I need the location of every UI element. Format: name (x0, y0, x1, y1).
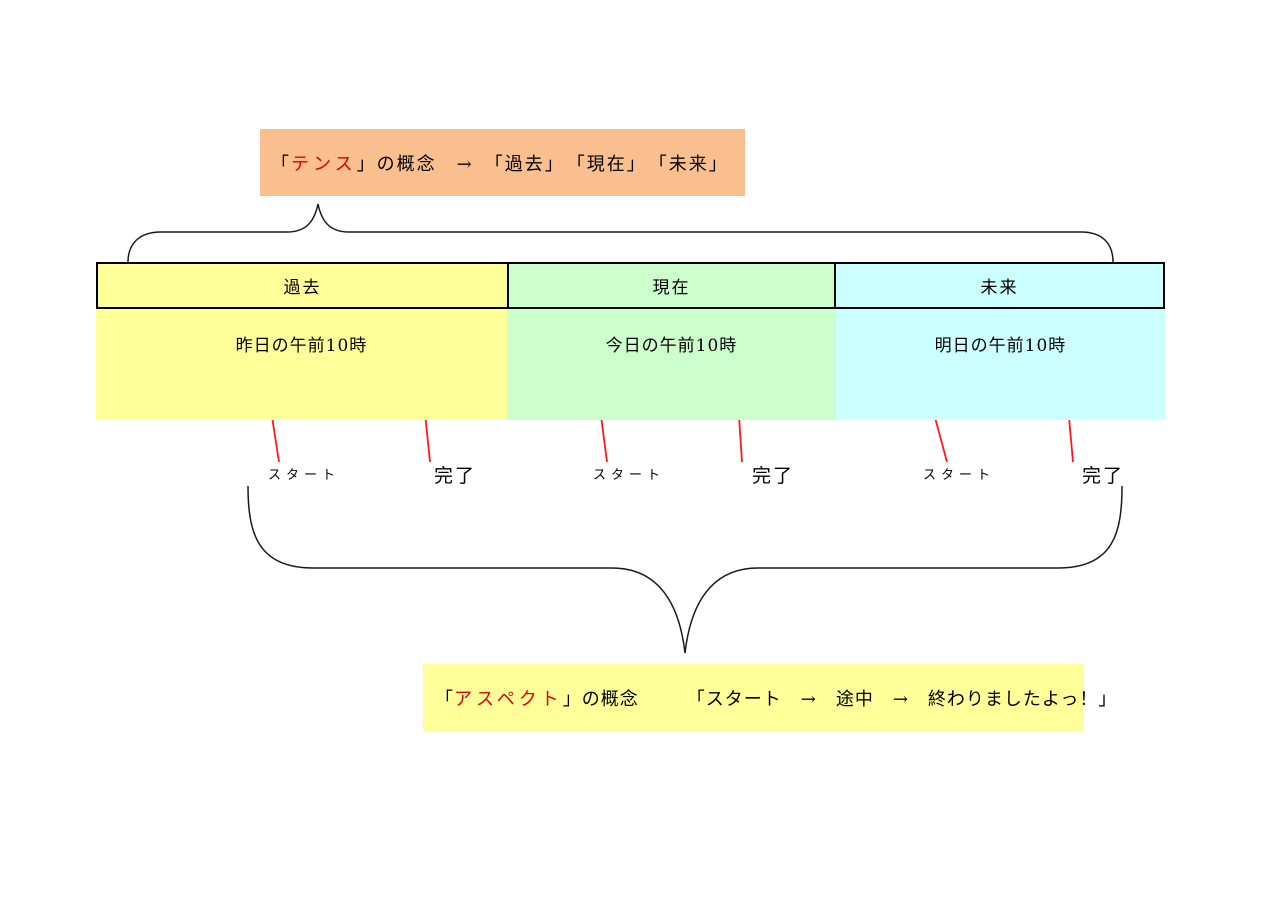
time-cell-past: 昨日の午前10時 (96, 309, 507, 420)
header-cell-future: 未来 (836, 264, 1163, 307)
aspect-concept-box: 「アスペクト」の概念 「スタート → 途中 → 終わりましたよっ！」 (423, 664, 1116, 732)
aspect-description: 」の概念 「スタート → 途中 → 終わりましたよっ！」 (562, 689, 1118, 710)
aspect-open-bracket: 「 (435, 689, 454, 710)
completion-label-present: 完了 (751, 465, 795, 487)
start-label-future: スタート (922, 468, 996, 483)
timeline-header-row: 過去 現在 未来 (96, 262, 1165, 309)
header-cell-present: 現在 (509, 264, 836, 307)
tense-open-bracket: 「 (271, 153, 291, 175)
tense-description: 」の概念 → 「過去」 「現在」 「未来」 (356, 153, 729, 175)
time-label-present: 今日の午前10時 (605, 336, 738, 356)
header-cell-past: 過去 (98, 264, 509, 307)
start-label-past: スタート (267, 468, 341, 483)
tense-keyword: テンス (291, 153, 357, 175)
time-cell-future: 明日の午前10時 (836, 309, 1165, 420)
start-label-present: スタート (592, 468, 666, 483)
aspect-brace (247, 485, 1123, 654)
timeline-body-row: 昨日の午前10時 今日の午前10時 明日の午前10時 (96, 309, 1165, 420)
time-label-past: 昨日の午前10時 (235, 336, 368, 356)
tense-concept-box: 「テンス」の概念 → 「過去」 「現在」 「未来」 (260, 129, 745, 196)
time-label-future: 明日の午前10時 (934, 336, 1067, 356)
time-cell-present: 今日の午前10時 (507, 309, 836, 420)
completion-label-future: 完了 (1081, 465, 1125, 487)
completion-label-past: 完了 (433, 465, 477, 487)
aspect-keyword: アスペクト (454, 689, 563, 710)
tense-brace (127, 203, 1114, 263)
